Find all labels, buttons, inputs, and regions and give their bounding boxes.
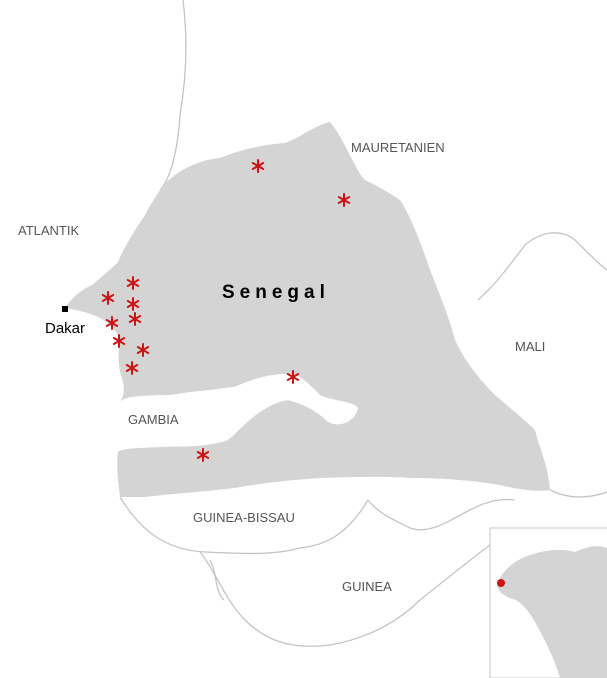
inset-location-dot <box>497 579 505 587</box>
marker-asterisk <box>196 448 210 462</box>
mali-border-east <box>477 232 607 301</box>
marker-asterisk <box>125 361 139 375</box>
dakar-marker <box>62 306 68 312</box>
markers-layer <box>101 159 351 462</box>
marker-asterisk <box>251 159 265 173</box>
guinea-border <box>199 544 491 647</box>
guinea-mali-border <box>367 498 516 531</box>
neighbor-borders <box>119 0 607 647</box>
label-mali: MALI <box>515 339 545 354</box>
label-guinea-bissau: GUINEA-BISSAU <box>193 510 295 525</box>
label-mauritania: MAURETANIEN <box>351 140 445 155</box>
mauritania-mali-border <box>159 0 187 191</box>
africa-silhouette <box>497 546 607 678</box>
marker-asterisk <box>286 370 300 384</box>
marker-asterisk <box>101 291 115 305</box>
marker-asterisk <box>112 334 126 348</box>
marker-asterisk <box>105 316 119 330</box>
label-gambia: GAMBIA <box>128 412 179 427</box>
senegal-shape <box>65 122 550 497</box>
marker-asterisk <box>128 312 142 326</box>
label-guinea: GUINEA <box>342 579 392 594</box>
marker-asterisk <box>126 276 140 290</box>
gambia-cutout <box>118 375 359 444</box>
guinea-coast <box>209 559 225 601</box>
label-atlantic: ATLANTIK <box>18 223 79 238</box>
label-dakar: Dakar <box>45 320 85 337</box>
mali-border-south <box>549 489 607 498</box>
guinea-bissau-border <box>119 496 369 555</box>
label-senegal: Senegal <box>222 282 330 303</box>
marker-asterisk <box>337 193 351 207</box>
marker-asterisk <box>136 343 150 357</box>
marker-asterisk <box>126 297 140 311</box>
africa-inset <box>489 527 607 678</box>
